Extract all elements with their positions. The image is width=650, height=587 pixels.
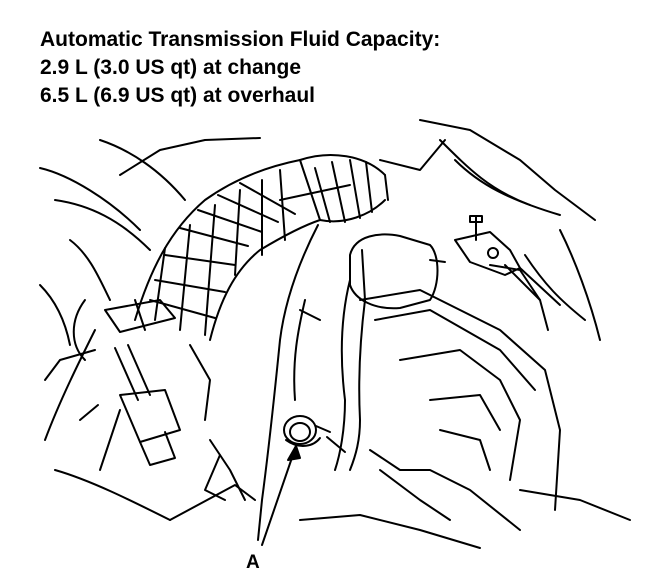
callout-arrowhead xyxy=(287,445,301,461)
intake-duct xyxy=(134,154,389,341)
bracket xyxy=(454,215,561,331)
hose xyxy=(257,224,321,541)
left-connectors xyxy=(44,299,246,501)
dipstick-a xyxy=(283,415,331,447)
body-panel-lines xyxy=(39,119,601,521)
right-housing xyxy=(299,289,631,549)
capacity-heading: Automatic Transmission Fluid Capacity: 2… xyxy=(40,26,440,110)
capacity-title: Automatic Transmission Fluid Capacity: xyxy=(40,28,441,51)
reservoir xyxy=(326,233,446,471)
capacity-at-overhaul: 6.5 L (6.9 US qt) at overhaul xyxy=(40,84,316,107)
callout-leader xyxy=(261,445,297,546)
capacity-at-change: 2.9 L (3.0 US qt) at change xyxy=(40,56,302,79)
callout-label-a: A xyxy=(246,552,260,573)
